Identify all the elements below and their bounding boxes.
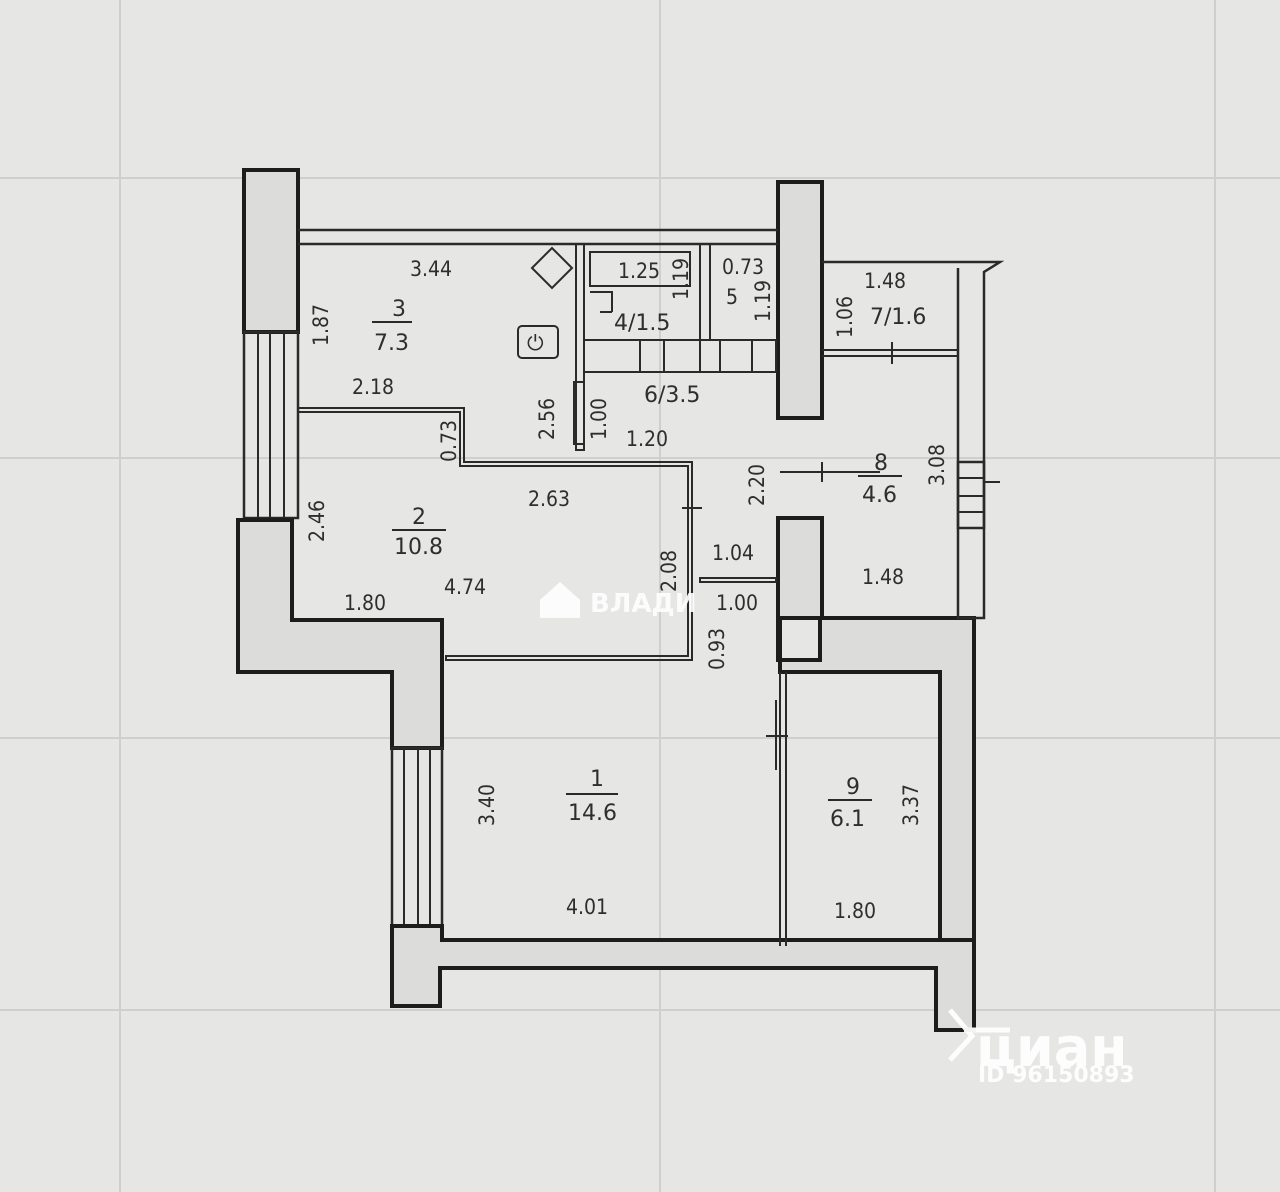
dim-3-44: 3.44 — [410, 257, 452, 281]
dim-0-73b: 0.73 — [437, 420, 461, 462]
dim-1-20: 1.20 — [626, 427, 668, 451]
dim-2-18: 2.18 — [352, 375, 394, 399]
room-3-label: 3 7.3 — [372, 297, 412, 356]
svg-text:4.6: 4.6 — [862, 483, 897, 508]
room-1-label: 1 14.6 — [566, 767, 618, 826]
partition-3-2 — [297, 407, 693, 661]
dim-0-73a: 0.73 — [722, 255, 764, 279]
room-4-label: 4/1.5 — [614, 311, 670, 336]
dim-1-04: 1.04 — [712, 541, 754, 565]
wall-right-upper — [822, 260, 1005, 620]
dim-1-19a: 1.19 — [669, 258, 693, 300]
svg-text:1: 1 — [590, 767, 604, 792]
cian-logo-icon — [948, 1008, 1010, 1062]
window-right — [956, 460, 986, 530]
wall-top — [298, 228, 778, 246]
stove-icon — [517, 325, 559, 359]
dim-0-93: 0.93 — [705, 628, 729, 670]
dim-4-74: 4.74 — [444, 575, 486, 599]
svg-text:2: 2 — [412, 505, 426, 530]
svg-text:6.1: 6.1 — [830, 807, 865, 832]
wall-left-upper — [242, 168, 300, 334]
dim-1-48b: 1.48 — [862, 565, 904, 589]
dim-3-37: 3.37 — [899, 784, 923, 826]
room-labels: 3 7.3 4/1.5 6/3.5 7/1.6 2 10.8 8 4.6 1 1… — [372, 297, 926, 832]
cian-id-text: ID 96150893 — [978, 1063, 1135, 1088]
svg-text:8: 8 — [874, 451, 888, 476]
dim-2-63: 2.63 — [528, 487, 570, 511]
vladis-text: ВЛАДИ — [590, 589, 696, 619]
dim-4-01: 4.01 — [566, 895, 608, 919]
dim-3-40: 3.40 — [475, 784, 499, 826]
dim-3-08: 3.08 — [925, 444, 949, 486]
wall-center-pier-lower — [776, 516, 824, 662]
svg-text:7.3: 7.3 — [374, 331, 409, 356]
dim-1-48a: 1.48 — [864, 269, 906, 293]
dim-1-00b: 1.00 — [716, 591, 758, 615]
dim-2-46: 2.46 — [305, 500, 329, 542]
watermark-vladis: ВЛАДИ — [540, 582, 696, 619]
door-kitchen — [573, 381, 585, 445]
svg-text:14.6: 14.6 — [568, 801, 617, 826]
room-7-label: 7/1.6 — [870, 305, 926, 330]
dim-2-08: 2.08 — [657, 550, 681, 592]
wall-bottom — [390, 924, 976, 1032]
partitions: ⏻ — [297, 243, 1000, 946]
sink-icon — [530, 246, 574, 290]
dim-2-20: 2.20 — [745, 464, 769, 506]
watermark-cian: циан ID 96150893 — [948, 1008, 1135, 1088]
room-6-label: 6/3.5 — [644, 383, 700, 408]
room-8-label: 8 4.6 — [858, 451, 902, 508]
svg-text:10.8: 10.8 — [394, 535, 443, 560]
wall-center-pier — [776, 180, 824, 420]
vladis-house-icon — [540, 582, 580, 618]
dim-1-19b: 1.19 — [751, 280, 775, 322]
dim-5: 5 — [726, 285, 738, 309]
svg-text:9: 9 — [846, 775, 860, 800]
dim-1-06: 1.06 — [833, 296, 857, 338]
dim-1-80b: 1.80 — [834, 899, 876, 923]
dim-1-00a: 1.00 — [587, 398, 611, 440]
window-bottom-left — [390, 746, 444, 928]
wall-right-lower — [778, 616, 976, 942]
dim-2-56: 2.56 — [535, 398, 559, 440]
svg-text:3: 3 — [392, 297, 406, 322]
dim-1-87: 1.87 — [309, 304, 333, 346]
svg-text:⏻: ⏻ — [527, 331, 544, 355]
partition-9 — [779, 672, 787, 946]
cian-text: циан — [976, 1016, 1128, 1079]
dim-1-80a: 1.80 — [344, 591, 386, 615]
room-2-label: 2 10.8 — [392, 505, 446, 560]
dimension-labels: 3.44 1.87 1.25 1.19 0.73 5 1.19 1.48 1.0… — [305, 255, 949, 923]
window-left — [242, 330, 300, 520]
room-9-label: 9 6.1 — [828, 775, 872, 832]
dim-1-25: 1.25 — [618, 259, 660, 283]
